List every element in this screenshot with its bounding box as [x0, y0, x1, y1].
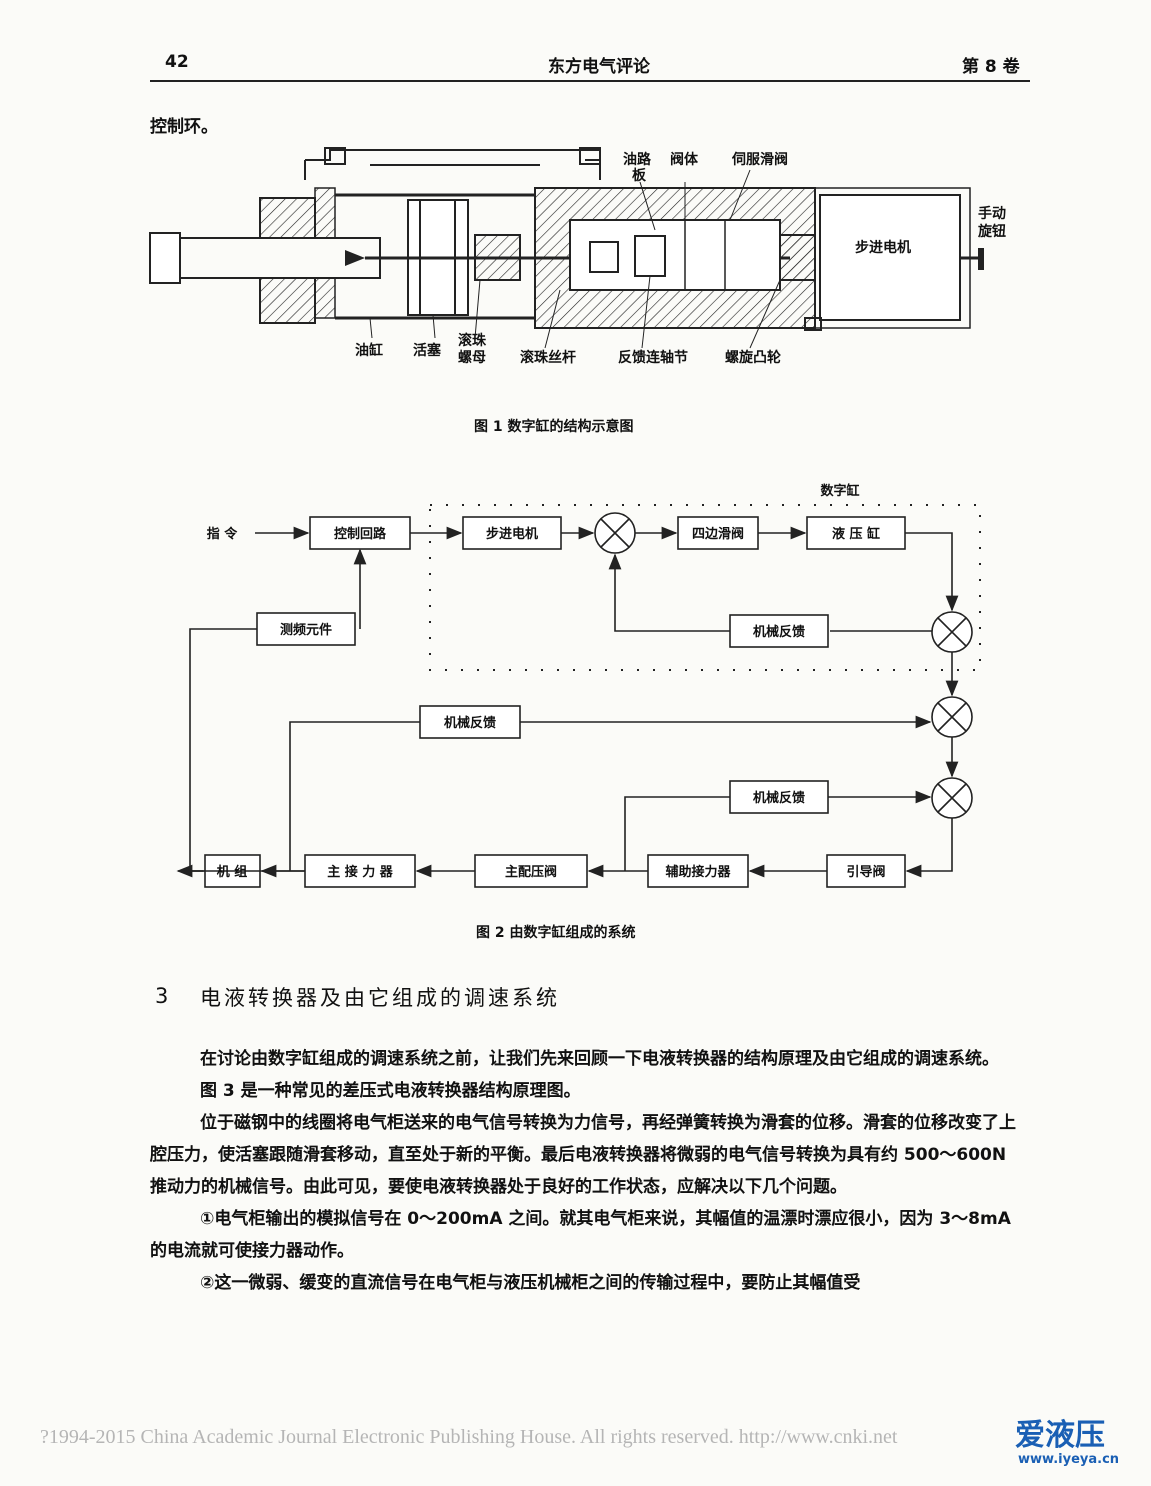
watermark-url: www.iyeya.cn — [1018, 1452, 1120, 1467]
fig2-mech-feedback-low: 机械反馈 — [753, 790, 805, 806]
figure2-diagram: 数字缸 指 令 控制回路 步进电机 四边滑阀 液 压 缸 机械反馈 测频元件 机… — [176, 483, 981, 888]
label-oil-plate-2: 板 — [632, 167, 647, 184]
fig2-aux-contactor: 辅助接力器 — [665, 864, 731, 880]
label-feedback-coupling: 反馈连轴节 — [618, 349, 688, 366]
label-cylinder: 油缸 — [355, 342, 383, 359]
label-ball-nut-2: 螺母 — [458, 349, 486, 366]
fig2-mech-feedback-inner: 机械反馈 — [753, 624, 805, 640]
fig2-group-label: 数字缸 — [820, 483, 859, 499]
fig2-hydraulic-cylinder: 液 压 缸 — [832, 526, 880, 542]
label-manual-knob-1: 手动 — [978, 205, 1006, 222]
section-number: 3 — [155, 984, 169, 1008]
label-oil-plate-1: 油路 — [623, 151, 652, 168]
header-rule — [150, 80, 1030, 82]
label-manual-knob-2: 旋钮 — [977, 223, 1006, 240]
fig2-main-contactor: 主 接 力 器 — [327, 864, 394, 880]
label-ball-nut-1: 滚珠 — [458, 332, 487, 349]
volume-label: 第 8 卷 — [962, 57, 1020, 77]
section-title: 电液转换器及由它组成的调速系统 — [200, 986, 560, 1010]
page-number: 42 — [165, 52, 189, 72]
fig2-mech-feedback-mid: 机械反馈 — [444, 715, 496, 731]
fig2-four-edge-valve: 四边滑阀 — [692, 526, 744, 542]
fig2-command: 指 令 — [207, 526, 239, 542]
fig2-pilot-valve: 引导阀 — [846, 864, 885, 880]
label-valve-body: 阀体 — [670, 151, 699, 168]
paragraph-1: 在讨论由数字缸组成的调速系统之前，让我们先来回顾一下电液转换器的结构原理及由它组… — [200, 1049, 999, 1069]
label-spiral-cam: 螺旋凸轮 — [725, 349, 781, 366]
figure1-caption: 图 1 数字缸的结构示意图 — [474, 419, 634, 435]
figure2-caption: 图 2 由数字缸组成的系统 — [476, 925, 636, 941]
label-piston: 活塞 — [413, 342, 442, 359]
label-stepper-motor: 步进电机 — [855, 239, 911, 256]
body-text: 在讨论由数字缸组成的调速系统之前，让我们先来回顾一下电液转换器的结构原理及由它组… — [150, 1043, 1025, 1299]
fig2-frequency-element: 测频元件 — [280, 622, 332, 638]
watermark-logo: 爱液压 — [1015, 1418, 1105, 1453]
fig2-stepper-motor: 步进电机 — [486, 526, 538, 542]
figure1-diagram: 油路 板 阀体 伺服滑阀 手动 旋钮 步进电机 油缸 活塞 滚珠 螺母 滚珠丝杆… — [149, 147, 1006, 366]
fig2-control-loop: 控制回路 — [334, 526, 387, 542]
fig2-main-valve: 主配压阀 — [505, 864, 557, 880]
copyright-footer: ?1994-2015 China Academic Journal Electr… — [40, 1426, 898, 1448]
intro-line: 控制环。 — [150, 117, 218, 137]
label-servo-valve: 伺服滑阀 — [731, 151, 788, 168]
paragraph-5: ②这一微弱、缓变的直流信号在电气柜与液压机械柜之间的传输过程中，要防止其幅值受 — [200, 1273, 861, 1293]
paragraph-3: 位于磁钢中的线圈将电气柜送来的电气信号转换为力信号，再经弹簧转换为滑套的位移。滑… — [150, 1113, 1016, 1197]
paragraph-2: 图 3 是一种常见的差压式电液转换器结构原理图。 — [200, 1081, 581, 1101]
journal-title: 东方电气评论 — [548, 57, 650, 77]
fig2-unit: 机 组 — [217, 864, 248, 880]
label-ball-screw: 滚珠丝杆 — [520, 349, 576, 366]
paragraph-4: ①电气柜输出的模拟信号在 0～200mA 之间。就其电气柜来说，其幅值的温漂时漂… — [150, 1209, 1011, 1261]
